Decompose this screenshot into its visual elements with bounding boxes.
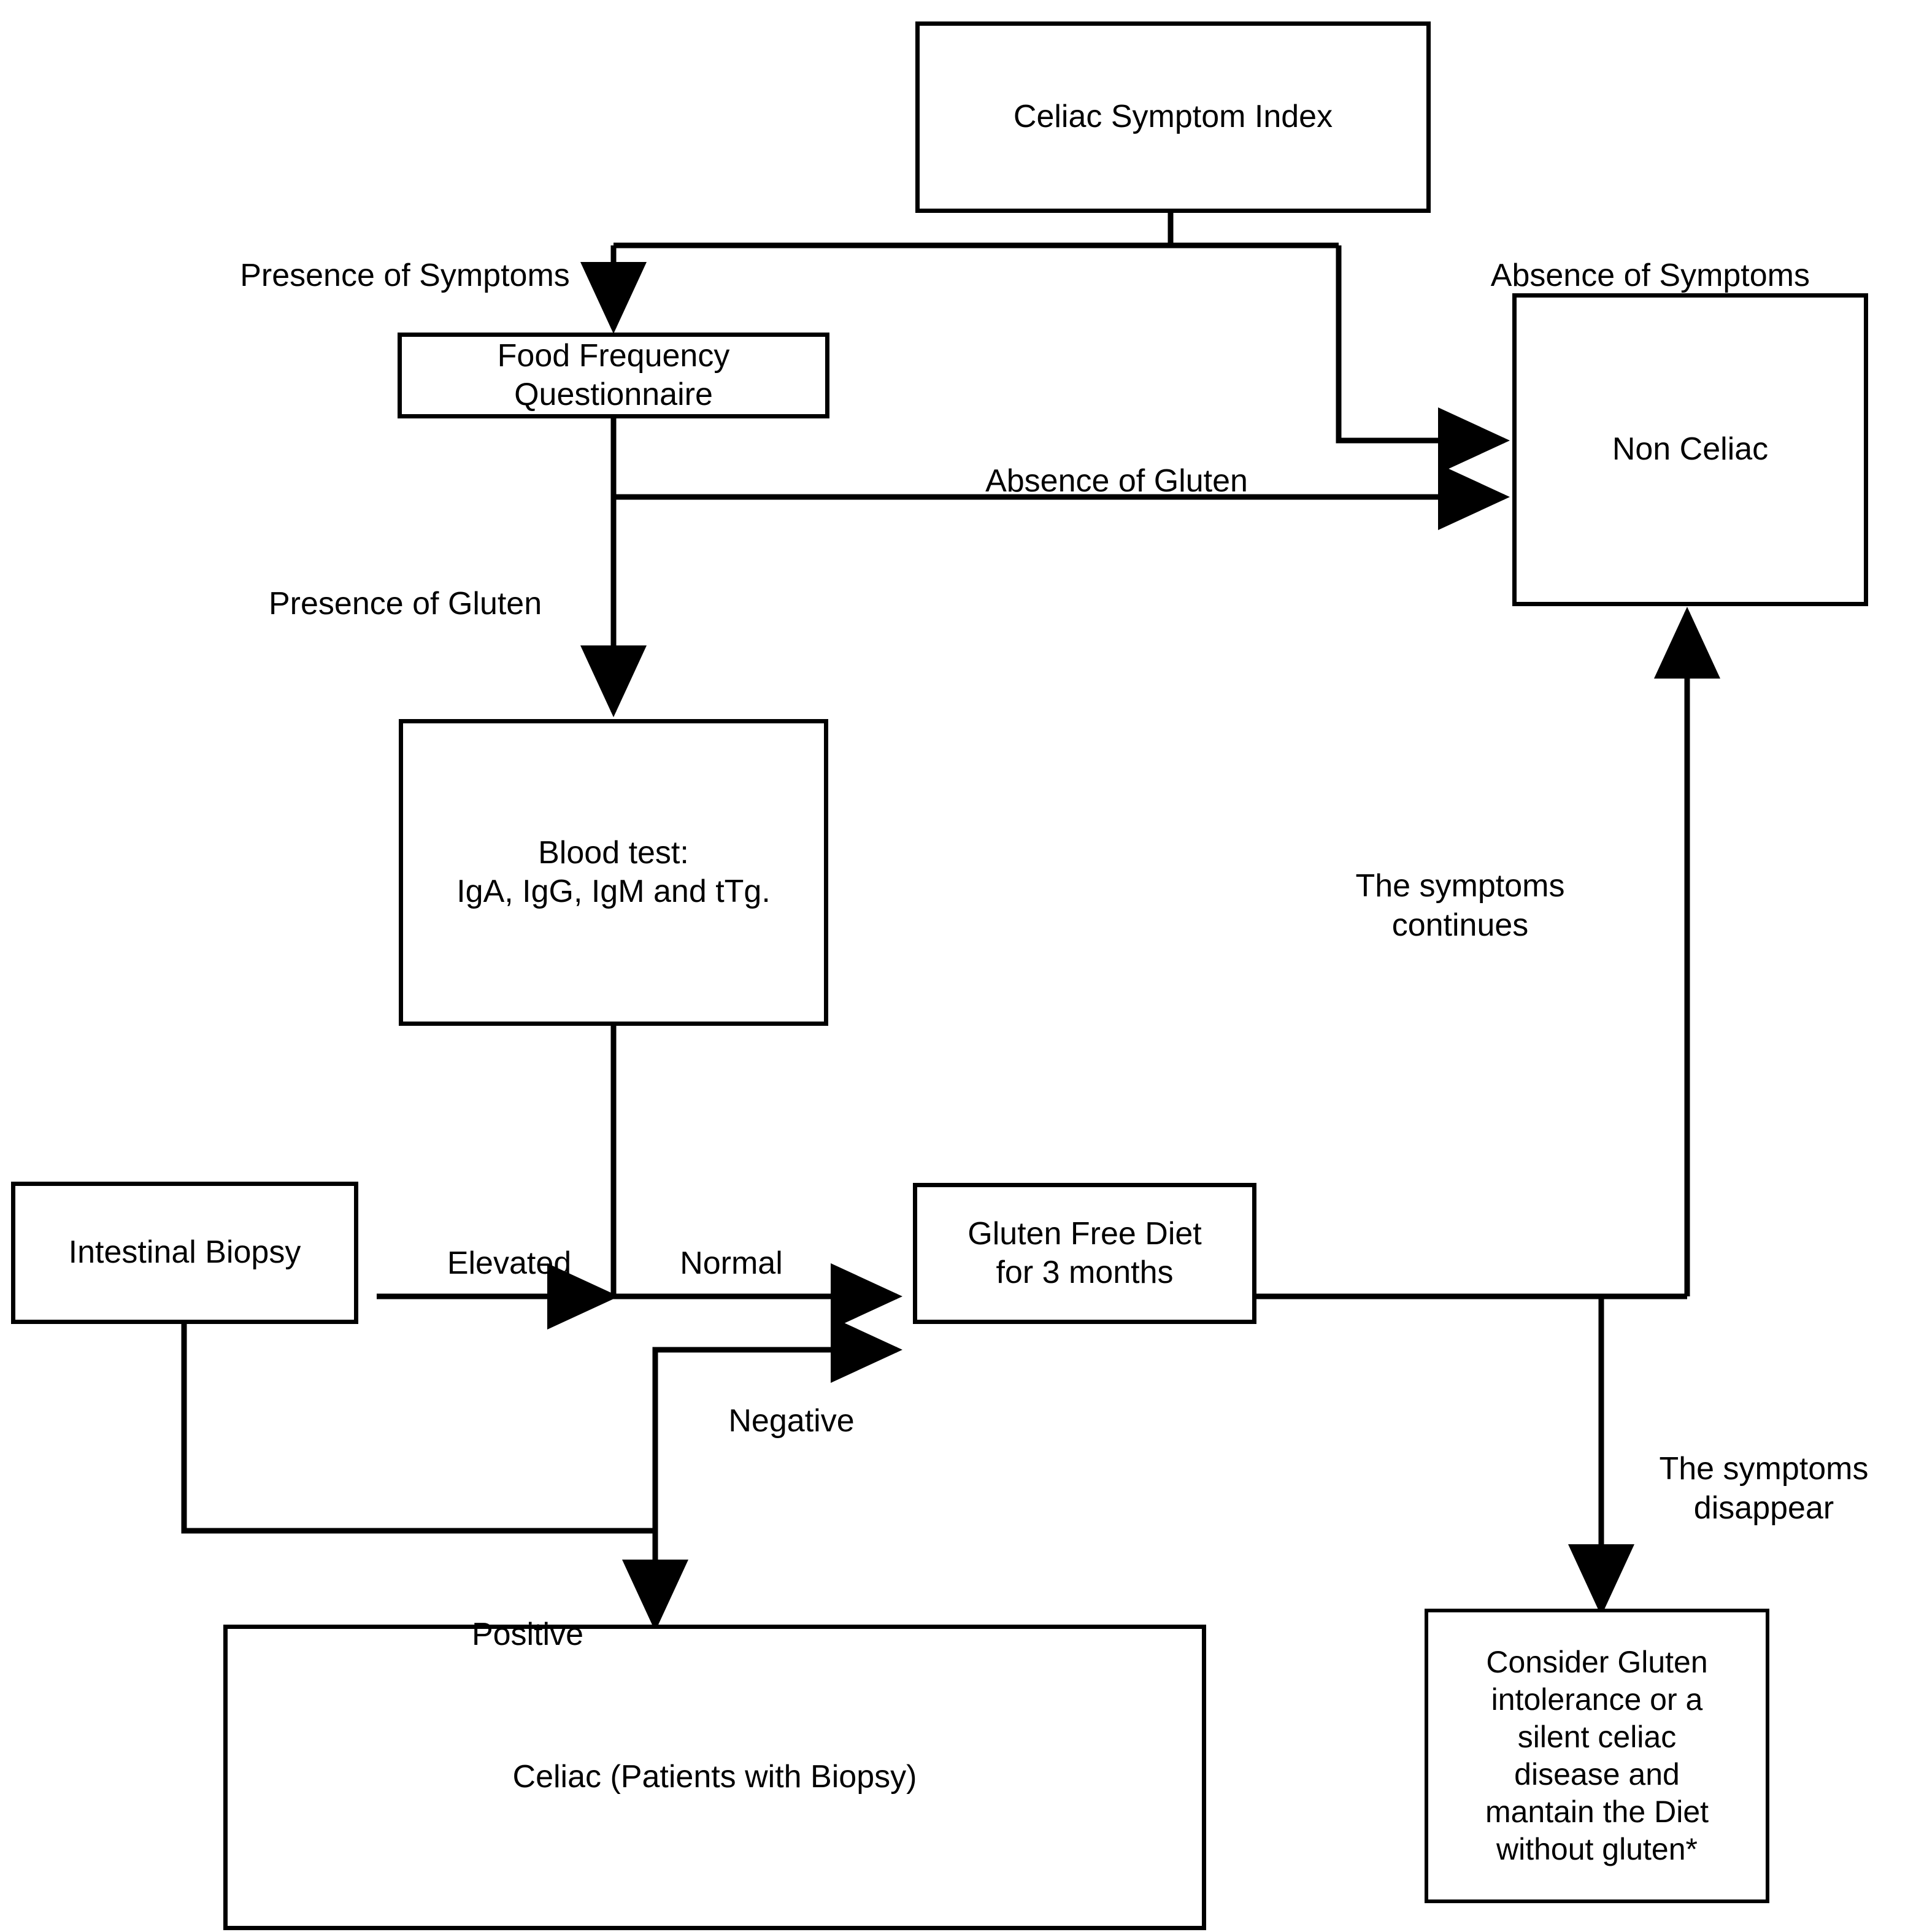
edge-label-text: Presence of Symptoms [240,258,570,294]
edge-label-presence-of-gluten: Presence of Gluten [269,546,612,624]
edge-biopsy-down [181,1322,655,1534]
edge-label-elevated: Elevated [417,1206,601,1284]
edge-label-absence-of-gluten: Absence of Gluten [957,423,1276,501]
edge-label-text: Presence of Gluten [269,586,542,622]
node-label: Consider Gluten intolerance or a silent … [1485,1645,1709,1866]
edge-label-the-symptoms-disappear: The symptoms disappear [1626,1411,1902,1528]
node-label: Food Frequency Questionnaire [497,337,730,412]
node-non-celiac[interactable]: Non Celiac [1512,293,1868,606]
node-label: Celiac (Patients with Biopsy) [512,1759,917,1795]
edge-label-text: Absence of Symptoms [1490,258,1810,294]
node-label: Gluten Free Diet for 3 months [967,1215,1202,1290]
edge-negative [652,1317,902,1531]
node-label: Celiac Symptom Index [1013,99,1333,135]
node-blood-test[interactable]: Blood test: IgA, IgG, IgM and tTg. [399,719,828,1026]
edge-label-text: The symptoms disappear [1659,1451,1869,1526]
node-consider-gluten-intolerance[interactable]: Consider Gluten intolerance or a silent … [1425,1609,1769,1903]
node-celiac-patients-with-biopsy[interactable]: Celiac (Patients with Biopsy) [223,1625,1206,1930]
edge-label-presence-of-symptoms: Presence of Symptoms [196,218,614,296]
node-gluten-free-diet[interactable]: Gluten Free Diet for 3 months [913,1183,1256,1324]
node-intestinal-biopsy[interactable]: Intestinal Biopsy [11,1182,358,1324]
edge-label-negative: Negative [693,1363,890,1441]
edge-label-text: Positive [471,1617,584,1653]
node-celiac-symptom-index[interactable]: Celiac Symptom Index [915,21,1431,213]
edge-absence-of-symptoms [1336,245,1510,474]
edge-label-absence-of-symptoms: Absence of Symptoms [1380,218,1810,296]
node-label: Blood test: IgA, IgG, IgM and tTg. [456,834,771,909]
edge-label-normal: Normal [645,1206,817,1284]
edge-label-text: The symptoms continues [1355,868,1565,943]
edge-label-positive: Positive [448,1577,607,1655]
edge-label-text: Elevated [447,1245,572,1282]
edge-label-text: Negative [728,1403,855,1439]
edge-label-the-symptoms-continues: The symptoms continues [1313,828,1607,945]
node-label: Non Celiac [1612,431,1769,468]
node-label: Intestinal Biopsy [68,1234,301,1271]
edge-label-text: Absence of Gluten [985,463,1248,499]
node-food-frequency-questionnaire[interactable]: Food Frequency Questionnaire [398,333,829,418]
edge-label-text: Normal [680,1245,783,1282]
